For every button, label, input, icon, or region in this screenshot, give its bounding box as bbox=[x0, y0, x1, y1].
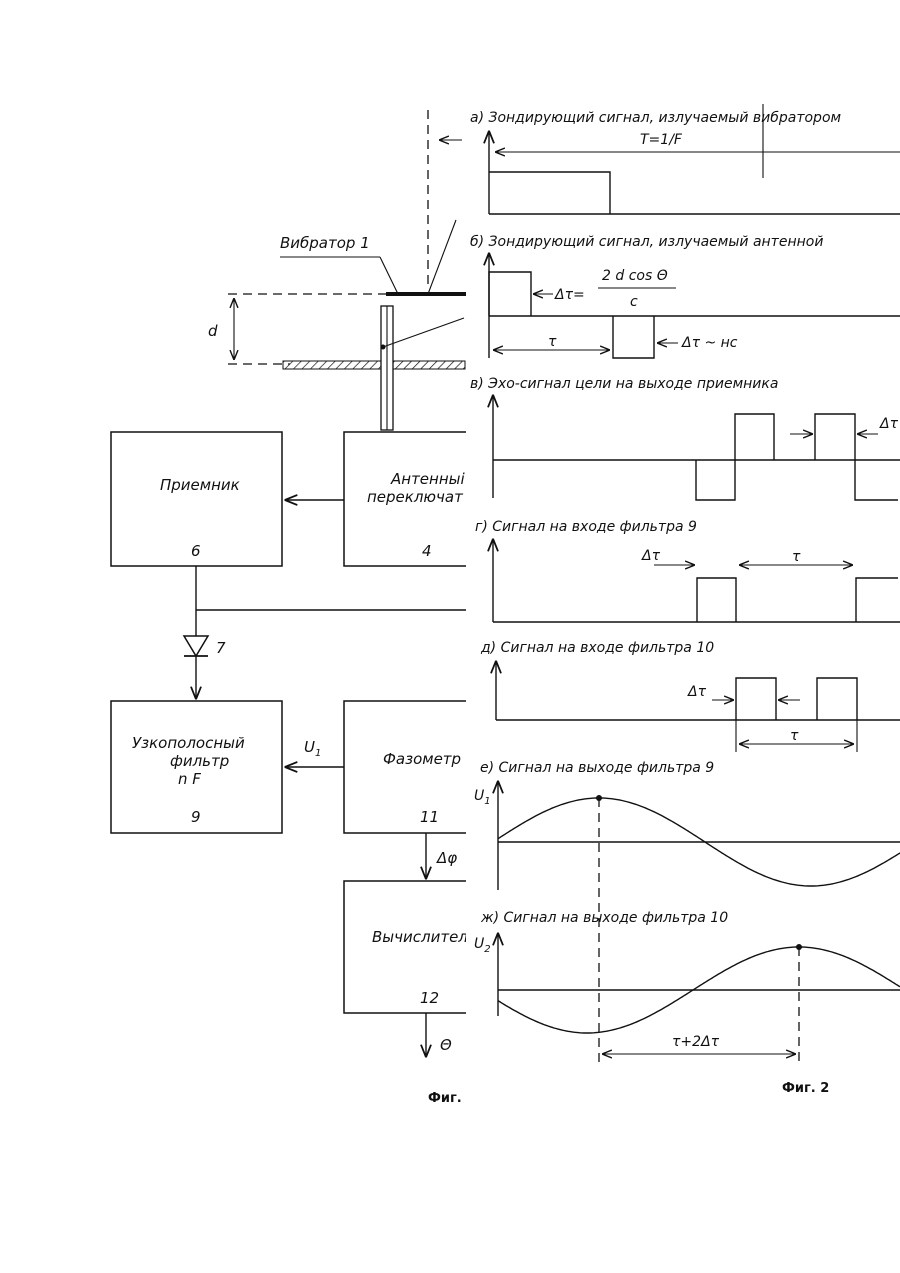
calculator-block bbox=[344, 881, 469, 1013]
filter-number: 9 bbox=[191, 808, 201, 826]
panel-b-title: б) Зондирующий сигнал, излучаемый антенн… bbox=[470, 234, 823, 250]
diode-symbol bbox=[184, 636, 208, 656]
fig2-caption: Фиг. 2 bbox=[782, 1081, 829, 1096]
panel-g-tau: τ bbox=[792, 549, 801, 565]
receiver-number: 6 bbox=[191, 542, 201, 560]
filter-label-line1: Узкополосный bbox=[132, 734, 245, 752]
panel-b-formula-numerator: 2 d cos Θ bbox=[602, 268, 668, 284]
phase-meter-number: 11 bbox=[420, 808, 439, 826]
phase-meter-label: Фазометр bbox=[383, 750, 461, 768]
panel-d-tau: τ bbox=[790, 728, 799, 744]
panel-d-title: д) Сигнал на входе фильтра 10 bbox=[480, 640, 714, 656]
d-label: d bbox=[208, 322, 218, 340]
fig1-block-diagram: Вибратор 1 d Приемник 6 Антенныі переклю… bbox=[111, 110, 471, 1106]
panel-zh-shift-label: τ+2Δτ bbox=[672, 1034, 720, 1050]
receiver-label: Приемник bbox=[160, 476, 240, 494]
vibrator-label: Вибратор 1 bbox=[280, 234, 370, 252]
panel-a-title: а) Зондирующий сигнал, излучаемый вибрат… bbox=[470, 110, 842, 126]
panel-zh-title: ж) Сигнал на выходе фильтра 10 bbox=[480, 910, 728, 926]
antenna-wire bbox=[383, 318, 464, 347]
panel-g-dtau: Δτ bbox=[641, 548, 661, 564]
switch-number: 4 bbox=[422, 542, 432, 560]
fig2-timing-diagrams: а) Зондирующий сигнал, излучаемый вибрат… bbox=[466, 96, 900, 1106]
u1-label: U1 bbox=[304, 738, 321, 759]
filter-label-line2: фильтр bbox=[170, 752, 229, 770]
filter-label-line3: n F bbox=[178, 770, 201, 788]
fig1-caption: Фиг. , bbox=[428, 1091, 471, 1106]
dphi-label: Δφ bbox=[436, 849, 457, 867]
switch-label-line2: переключат bbox=[367, 488, 464, 506]
panel-v-title: в) Эхо-сигнал цели на выходе приемника bbox=[470, 376, 778, 392]
panel-d-dtau: Δτ bbox=[687, 684, 707, 700]
diode-number: 7 bbox=[216, 639, 226, 657]
beam-line bbox=[428, 220, 456, 294]
panel-b-formula-lhs: Δτ= bbox=[554, 287, 585, 303]
panel-a-period: T=1/F bbox=[640, 132, 683, 148]
panel-b-tau: τ bbox=[548, 334, 557, 350]
calculator-label: Вычислител bbox=[372, 928, 468, 946]
calculator-number: 12 bbox=[420, 989, 439, 1007]
panel-e-title: е) Сигнал на выходе фильтра 9 bbox=[480, 760, 714, 776]
panel-b-dtau-ns: Δτ ~ нс bbox=[681, 335, 738, 351]
ground-plane bbox=[283, 361, 465, 369]
panel-g-title: г) Сигнал на входе фильтра 9 bbox=[475, 519, 697, 535]
panel-v-dtau: Δτ bbox=[879, 416, 899, 432]
panel-b-formula-denominator: c bbox=[630, 294, 638, 310]
antenna-assembly bbox=[228, 110, 466, 430]
switch-label-line1: Антенныі bbox=[390, 470, 465, 488]
theta-label: Θ bbox=[440, 1036, 452, 1054]
